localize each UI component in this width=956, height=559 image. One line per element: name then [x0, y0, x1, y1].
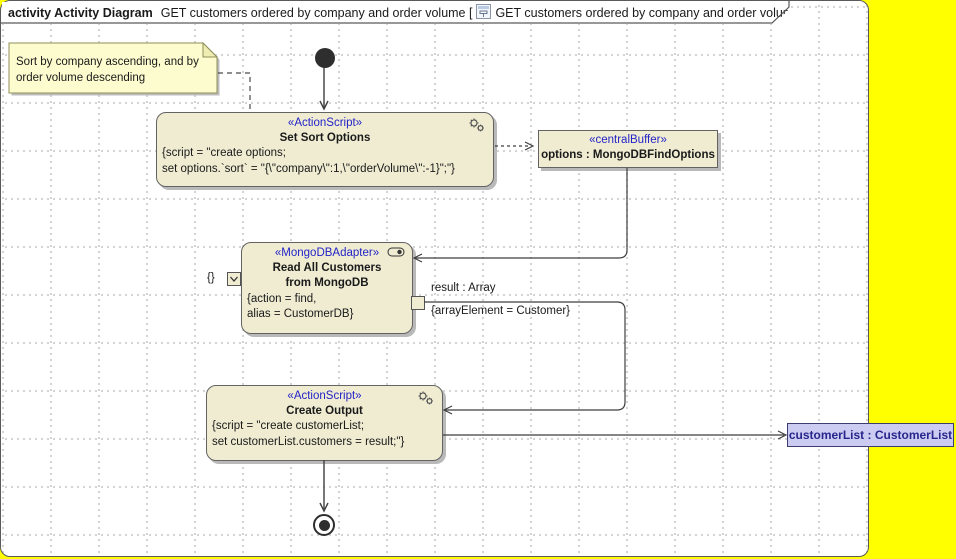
input-pin-constraint: {} — [207, 272, 215, 284]
initial-node[interactable] — [315, 48, 335, 68]
activity-diagram-icon — [476, 4, 491, 22]
set-sort-options-stereotype: «ActionScript» — [287, 117, 363, 129]
create-output-name: Create Output — [286, 405, 363, 418]
read-customers-body-line1: {action = find, — [247, 292, 317, 305]
gears-icon — [467, 117, 487, 138]
note[interactable]: Sort by company ascending, and by order … — [16, 55, 212, 86]
result-flow-constraint: {arrayElement = Customer} — [431, 305, 571, 317]
diagram-title: activity Activity Diagram GET customers … — [2, 2, 791, 24]
diagram-title-text: GET customers ordered by company and ord… — [160, 6, 473, 20]
diagram-title-keyword: activity Activity Diagram — [8, 6, 153, 20]
action-set-sort-options[interactable]: «ActionScript» Set Sort Options {script … — [156, 112, 494, 187]
read-customers-name-line1: Read All Customers — [272, 262, 382, 275]
adapter-icon — [387, 247, 406, 263]
central-buffer-options[interactable]: «centralBuffer» options : MongoDBFindOpt… — [538, 130, 718, 168]
read-customers-stereotype: «MongoDBAdapter» — [274, 247, 380, 259]
activity-final-node[interactable] — [313, 514, 335, 536]
read-customers-name-line2: from MongoDB — [285, 277, 369, 290]
diagram-title-reference: GET customers ordered by company and ord… — [495, 6, 808, 20]
options-buffer-name: options : MongoDBFindOptions — [541, 149, 715, 162]
create-output-script-line2: set customerList.customers = result;"} — [212, 435, 405, 448]
final-node-dot — [318, 519, 330, 531]
result-flow-label: result : Array — [431, 282, 496, 294]
customer-list-name: customerList : CustomerList — [788, 428, 953, 442]
options-buffer-stereotype: «centralBuffer» — [589, 134, 667, 146]
create-output-script-line1: {script = "create customerList; — [212, 420, 365, 433]
result-output-pin[interactable] — [411, 296, 425, 310]
set-sort-options-script-line1: {script = "create options; — [162, 147, 286, 160]
input-pin[interactable] — [227, 272, 241, 286]
gears-icon — [416, 390, 436, 411]
set-sort-options-name: Set Sort Options — [279, 132, 371, 145]
action-create-output[interactable]: «ActionScript» Create Output {script = "… — [206, 385, 443, 461]
note-label: Sort by company ascending, and by order … — [16, 56, 199, 84]
read-customers-body-line2: alias = CustomerDB} — [247, 307, 354, 320]
object-node-customer-list[interactable]: customerList : CustomerList — [787, 423, 954, 447]
create-output-stereotype: «ActionScript» — [287, 390, 362, 402]
set-sort-options-script-line2: set options.`sort` = "{\"company\":1,\"o… — [162, 162, 455, 175]
action-read-all-customers[interactable]: «MongoDBAdapter» Read All Customers from… — [241, 242, 413, 334]
chevron-down-icon — [230, 276, 238, 282]
